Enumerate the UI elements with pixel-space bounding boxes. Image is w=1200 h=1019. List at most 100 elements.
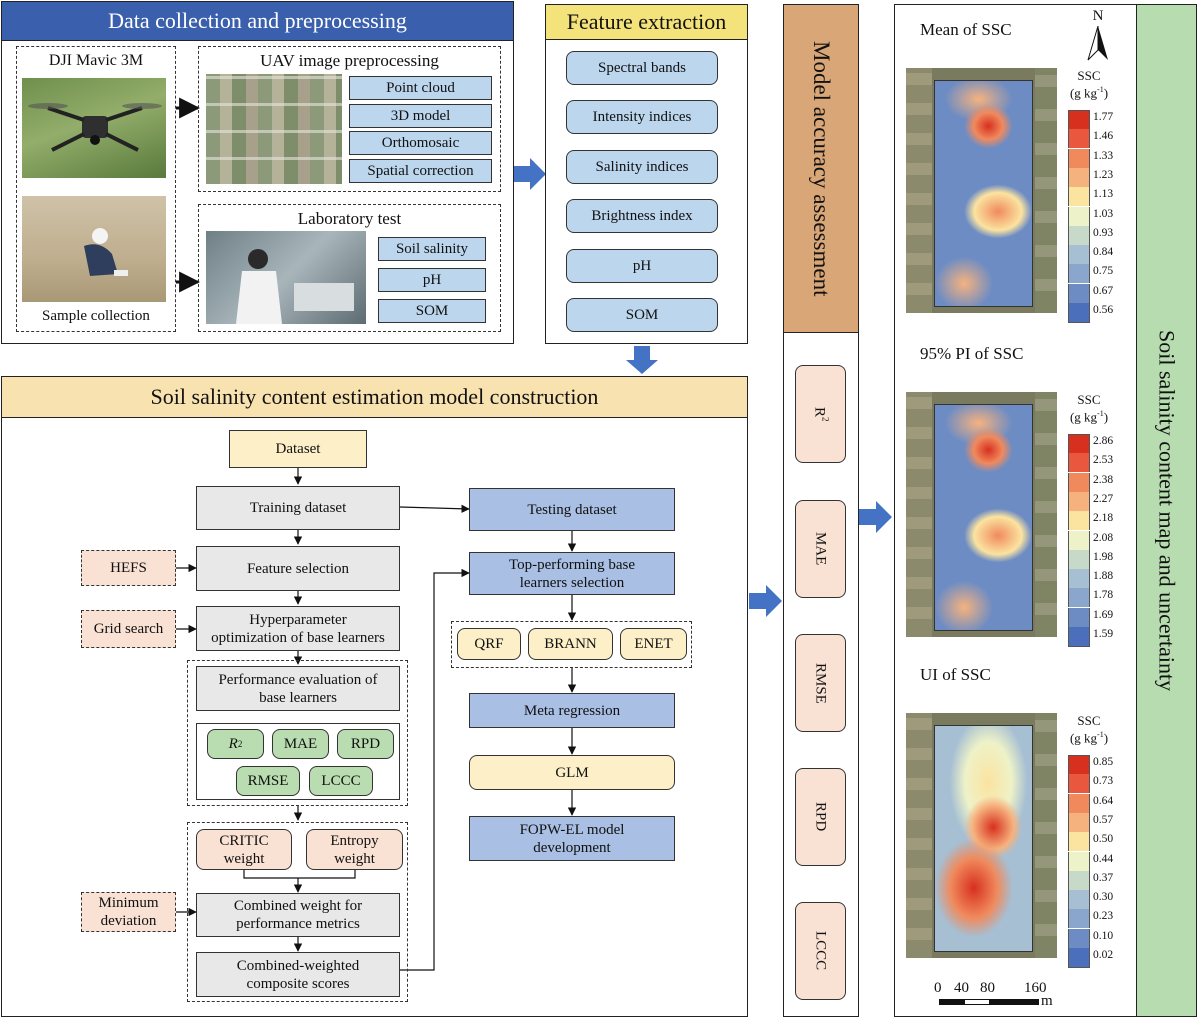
learner-qrf: QRF bbox=[457, 628, 521, 660]
feature-extraction-panel: Feature extraction bbox=[545, 4, 748, 344]
legend-swatch bbox=[1068, 909, 1090, 929]
legend-value: 1.13 bbox=[1093, 188, 1114, 201]
weighting-group bbox=[187, 822, 408, 1002]
legend-swatch bbox=[1068, 588, 1090, 608]
legend-swatch bbox=[1068, 187, 1090, 207]
training-dataset-box: Training dataset bbox=[196, 486, 400, 530]
meta-regression-box: Meta regression bbox=[469, 693, 675, 728]
legend-value: 0.02 bbox=[1093, 949, 1114, 961]
critic-line1: CRITIC bbox=[219, 832, 269, 849]
testing-dataset-box: Testing dataset bbox=[469, 488, 675, 531]
metric-lccc: LCCC bbox=[309, 766, 373, 796]
composite-line1: Combined-weighted bbox=[236, 957, 360, 974]
feature-extraction-title: Feature extraction bbox=[546, 5, 747, 40]
uav-step-orthomosaic: Orthomosaic bbox=[349, 131, 492, 155]
metric-rpd: RPD bbox=[337, 729, 394, 759]
metric-r2-base: R bbox=[228, 736, 238, 752]
scale-bar: 0 40 80 160 bbox=[934, 980, 1064, 1000]
legend-value: 0.44 bbox=[1093, 852, 1114, 865]
legend-unit-b: (g kg bbox=[1069, 85, 1098, 101]
metric-r2-sup: 2 bbox=[237, 738, 243, 749]
legend-value: 0.50 bbox=[1093, 833, 1114, 846]
legend-swatch bbox=[1068, 851, 1090, 871]
legend-value: 1.23 bbox=[1093, 168, 1114, 181]
data-collection-title: Data collection and preprocessing bbox=[2, 2, 513, 41]
legend-value: 1.88 bbox=[1093, 570, 1114, 583]
legend-value: 0.64 bbox=[1093, 794, 1114, 807]
legend-swatch bbox=[1068, 283, 1090, 303]
legend-unit-1: SSC(g kg-1) bbox=[1063, 392, 1115, 426]
legend-value: 2.53 bbox=[1093, 454, 1114, 467]
accuracy-rmse: RMSE bbox=[795, 634, 846, 732]
top-performing-box: Top-performing base learners selection bbox=[469, 552, 675, 595]
legend-unit-2: SSC (g kg-1) bbox=[1063, 713, 1115, 747]
entropy-line2: weight bbox=[334, 850, 375, 867]
accuracy-lccc: LCCC bbox=[795, 902, 846, 1000]
uav-title: UAV image preprocessing bbox=[260, 51, 439, 70]
composite-line2: composite scores bbox=[246, 975, 350, 992]
combined-line2: performance metrics bbox=[236, 916, 360, 932]
legend-value: 0.23 bbox=[1093, 910, 1114, 923]
legend-swatch bbox=[1068, 453, 1090, 473]
performance-box: Performance evaluation of base learners bbox=[196, 666, 400, 711]
legend-value: 0.93 bbox=[1093, 226, 1114, 239]
metric-mae: MAE bbox=[272, 729, 329, 759]
legend-unit-0: SSC(g kg-1) bbox=[1063, 68, 1115, 102]
accuracy-rpd-label: RPD bbox=[812, 802, 829, 832]
legend-swatch bbox=[1068, 948, 1090, 968]
top-line1: Top-performing base bbox=[509, 556, 635, 573]
legend-value: 1.78 bbox=[1093, 589, 1114, 602]
map-title-0: Mean of SSC bbox=[920, 20, 1012, 39]
lab-item-soil-salinity: Soil salinity bbox=[378, 237, 486, 261]
legend-unit-a: SSC bbox=[1077, 68, 1101, 83]
accuracy-mae-label: MAE bbox=[812, 532, 829, 566]
legend-swatch bbox=[1068, 303, 1090, 323]
hefs-box: HEFS bbox=[81, 550, 176, 586]
legend-unit-a: SSC bbox=[1077, 392, 1101, 407]
legend-value: 0.57 bbox=[1093, 813, 1114, 826]
feature-brightness-index: Brightness index bbox=[566, 199, 718, 233]
fopw-el-box: FOPW-EL model development bbox=[469, 816, 675, 861]
grid-search-box: Grid search bbox=[81, 610, 176, 648]
fopw-line1: FOPW-EL model bbox=[519, 821, 625, 838]
uav-step-3d-model: 3D model bbox=[349, 104, 492, 128]
legend-value: 1.77 bbox=[1093, 111, 1114, 123]
feature-spectral-bands: Spectral bands bbox=[566, 51, 718, 85]
legend-value: 0.30 bbox=[1093, 891, 1114, 904]
drone-label: DJI Mavic 3M bbox=[48, 52, 144, 69]
drone-photo bbox=[22, 78, 166, 178]
performance-line2: base learners bbox=[259, 689, 337, 706]
legend-unit-sup: -1 bbox=[1097, 408, 1104, 418]
legend-value: 2.18 bbox=[1093, 512, 1114, 525]
legend-swatch bbox=[1068, 530, 1090, 550]
legend-value: 1.46 bbox=[1093, 130, 1114, 143]
scale-tick-0: 0 bbox=[934, 980, 942, 996]
maps-side-title: Soil salinity content map and uncertaint… bbox=[1154, 329, 1180, 692]
metrics-frame bbox=[196, 723, 400, 800]
legend-swatch bbox=[1068, 755, 1090, 775]
critic-line2: weight bbox=[223, 850, 265, 867]
combined-line1: Combined weight for bbox=[233, 898, 363, 914]
lab-item-ph: pH bbox=[378, 268, 486, 292]
legend-value: 0.84 bbox=[1093, 246, 1114, 259]
legend-unit-sup: -1 bbox=[1097, 729, 1104, 739]
legend-swatch bbox=[1068, 245, 1090, 265]
hyperparameter-line1: Hyperparameter bbox=[249, 611, 347, 628]
legend-swatch bbox=[1068, 491, 1090, 511]
learner-enet: ENET bbox=[620, 628, 687, 660]
feature-ph: pH bbox=[566, 249, 718, 283]
legend-swatch bbox=[1068, 928, 1090, 948]
legend-value: 2.86 bbox=[1093, 435, 1114, 447]
legend-unit-b: (g kg bbox=[1069, 730, 1098, 746]
model-construction-panel: Soil salinity content estimation model c… bbox=[1, 376, 748, 1017]
accuracy-rmse-label: RMSE bbox=[812, 662, 829, 704]
scale-tick-40: 40 bbox=[954, 980, 969, 996]
legend-swatch bbox=[1068, 110, 1090, 130]
legend-value: 2.27 bbox=[1093, 492, 1114, 505]
min-deviation-box: Minimum deviation bbox=[81, 892, 176, 932]
legend-unit-c: ) bbox=[1103, 730, 1109, 746]
lab-person-icon bbox=[236, 249, 354, 324]
legend-swatch bbox=[1068, 793, 1090, 813]
feature-selection-box: Feature selection bbox=[196, 546, 400, 591]
legend-unit-a: SSC bbox=[1077, 713, 1101, 728]
